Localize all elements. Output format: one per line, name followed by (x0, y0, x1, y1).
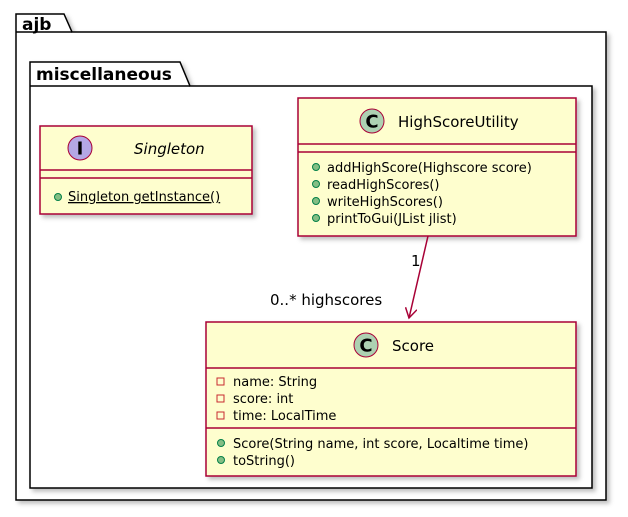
hsu-method-add: addHighScore(Highscore score) (327, 161, 532, 176)
private-field-icon (216, 394, 225, 403)
association-target-label: 0..* highscores (270, 291, 382, 309)
class-singleton[interactable]: I Singleton Singleton getInstance() (39, 125, 253, 215)
public-method-icon (312, 214, 320, 222)
package-ajb-title: ajb (22, 15, 51, 35)
class-high-score-utility[interactable]: C HighScoreUtility addHighScore(Highscor… (297, 97, 577, 237)
hsu-method-read: readHighScores() (327, 178, 439, 193)
public-method-icon (312, 180, 320, 188)
private-field-icon (216, 377, 225, 386)
score-field-name: name: String (233, 375, 317, 390)
score-field-score: score: int (233, 392, 293, 407)
public-method-icon (217, 439, 225, 447)
class-badge-letter: C (359, 336, 372, 357)
public-method-icon (312, 163, 320, 171)
class-score[interactable]: C Score name: String score: int time: Lo… (205, 321, 577, 477)
singleton-class-name: Singleton (134, 140, 205, 158)
public-method-icon (217, 456, 225, 464)
score-class-name: Score (392, 337, 434, 355)
high-score-utility-class-name: HighScoreUtility (398, 113, 519, 131)
association-source-multiplicity: 1 (411, 252, 421, 270)
interface-badge-icon (67, 135, 93, 161)
interface-badge-letter: I (77, 139, 84, 160)
score-method-constructor: Score(String name, int score, Localtime … (233, 437, 528, 452)
class-badge-letter: C (365, 112, 378, 133)
private-field-icon (216, 411, 225, 420)
score-method-tostring: toString() (233, 454, 295, 469)
singleton-method: Singleton getInstance() (68, 190, 220, 205)
public-method-icon (54, 193, 62, 201)
score-field-time: time: LocalTime (233, 409, 336, 424)
hsu-method-print: printToGui(JList jlist) (327, 212, 457, 227)
class-badge-icon (359, 108, 385, 134)
association-arrow (409, 235, 429, 318)
class-badge-icon (353, 332, 379, 358)
package-miscellaneous-title: miscellaneous (36, 65, 172, 85)
public-method-icon (312, 197, 320, 205)
hsu-method-write: writeHighScores() (327, 195, 443, 210)
